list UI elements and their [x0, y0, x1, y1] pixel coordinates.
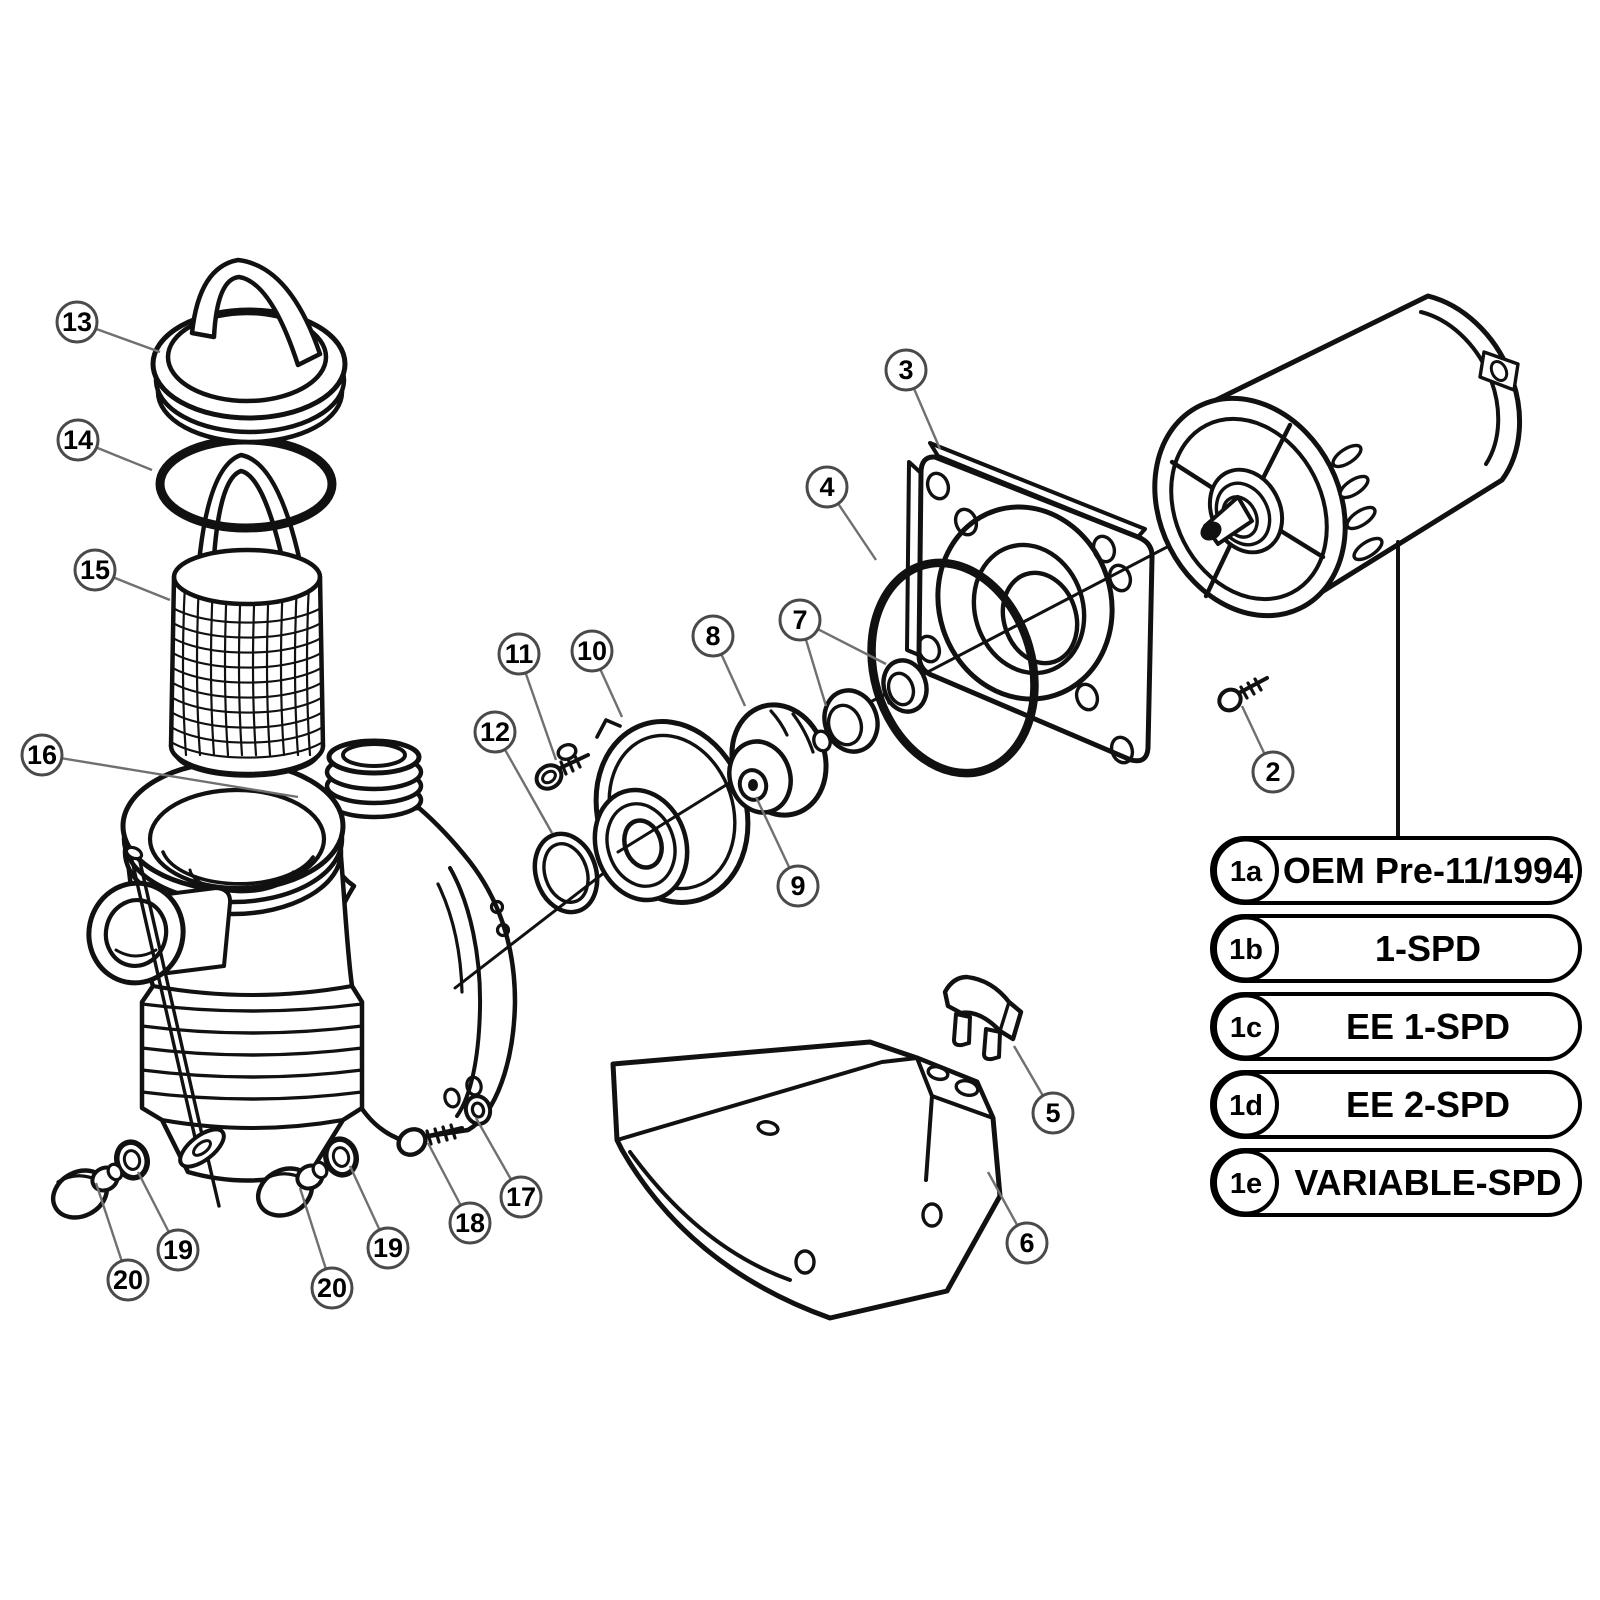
callouts: 13 14 15 16 3 4 2 11 10 8 7 12 9 5 6 17 …	[20, 300, 1295, 1310]
callout-basket: 15	[73, 548, 117, 592]
callout-number: 10	[577, 636, 607, 666]
callout-lid-oring: 14	[56, 418, 100, 462]
callout-number: 16	[27, 740, 57, 770]
diffuser	[556, 718, 751, 905]
callout-number: 5	[1045, 1098, 1060, 1128]
variant-id: 1e	[1230, 1168, 1262, 1200]
motor-variant-1d[interactable]: 1d EE 2-SPD	[1210, 1070, 1582, 1139]
callout-number: 9	[790, 871, 805, 901]
callout-number: 12	[480, 717, 510, 747]
motor-variant-1e[interactable]: 1e VARIABLE-SPD	[1210, 1148, 1582, 1217]
motor-variant-1a[interactable]: 1a OEM Pre-11/1994	[1210, 836, 1582, 905]
callout-number: 13	[62, 307, 92, 337]
callout-housing: 16	[20, 733, 64, 777]
callout-number: 2	[1265, 757, 1280, 787]
callout-diffuser: 10	[570, 629, 614, 673]
callout-housing-bolt: 18	[448, 1201, 492, 1245]
callout-number: 14	[63, 425, 93, 455]
callout-number: 11	[505, 639, 534, 669]
variant-id: 1a	[1230, 856, 1263, 888]
callout-number: 20	[113, 1265, 143, 1295]
seal-plate-oring	[867, 558, 1039, 778]
drain-plug-oring-right	[323, 1136, 359, 1178]
clamp-rod	[124, 845, 226, 1208]
callout-diffuser-screw: 11	[497, 632, 541, 676]
variant-label: EE 2-SPD	[1346, 1084, 1510, 1125]
callout-seal-plate: 3	[884, 348, 928, 392]
drain-plug-left	[51, 1162, 124, 1220]
variant-label: EE 1-SPD	[1346, 1006, 1510, 1047]
variant-label: OEM Pre-11/1994	[1283, 850, 1573, 891]
callout-washer: 17	[499, 1175, 543, 1219]
pump-base	[610, 1039, 1003, 1321]
motor-variant-list: 1a OEM Pre-11/1994 1b 1-SPD 1c EE 1-SPD …	[1210, 836, 1582, 1217]
callout-base-cap: 5	[1031, 1091, 1075, 1135]
housing-bolt	[396, 1123, 464, 1157]
motor	[1152, 293, 1523, 840]
callout-number: 8	[705, 621, 720, 651]
motor-variant-1b[interactable]: 1b 1-SPD	[1210, 914, 1582, 983]
variant-label: VARIABLE-SPD	[1294, 1162, 1561, 1203]
volute-body	[324, 738, 518, 1143]
motor-bolt	[1217, 676, 1269, 713]
drain-plug-right	[256, 1160, 329, 1218]
motor-vent-slots	[1331, 443, 1384, 562]
variant-id: 1d	[1229, 1090, 1263, 1122]
strainer-lid	[150, 257, 348, 445]
variant-id: 1b	[1229, 934, 1263, 966]
callout-number: 15	[80, 555, 110, 585]
callout-number: 18	[455, 1208, 485, 1238]
callout-shaft-seal: 7	[778, 598, 822, 642]
diffuser-gasket	[532, 831, 600, 915]
assembly-axis-line	[616, 770, 749, 854]
callout-drain-plug-right: 20	[310, 1266, 354, 1310]
lid-oring	[155, 435, 337, 533]
callout-number: 6	[1019, 1228, 1034, 1258]
base-cap	[942, 974, 1024, 1062]
strainer-basket	[168, 452, 326, 778]
callout-number: 17	[506, 1182, 536, 1212]
callout-number: 7	[792, 605, 807, 635]
diffuser-screw	[534, 753, 590, 791]
washer	[463, 1094, 493, 1126]
motor-variant-1c[interactable]: 1c EE 1-SPD	[1210, 992, 1582, 1061]
callout-plug-oring-left: 19	[156, 1228, 200, 1272]
callout-drain-plug-left: 20	[106, 1258, 150, 1302]
callout-number: 4	[819, 472, 834, 502]
callout-impeller-seal: 9	[776, 864, 820, 908]
callout-seal-plate-oring: 4	[805, 465, 849, 509]
callout-number: 19	[163, 1235, 193, 1265]
shaft-seal	[812, 658, 929, 754]
callout-base: 6	[1005, 1221, 1049, 1265]
impeller	[727, 702, 829, 818]
callout-gasket: 12	[473, 710, 517, 754]
discharge-port	[324, 738, 424, 820]
callout-number: 19	[373, 1233, 403, 1263]
callout-number: 3	[898, 355, 913, 385]
seal-plate	[905, 441, 1155, 765]
callout-impeller: 8	[691, 614, 735, 658]
pump-housing	[86, 759, 365, 1208]
callout-motor-bolt: 2	[1251, 750, 1295, 794]
variant-id: 1c	[1230, 1012, 1262, 1044]
callout-lid: 13	[55, 300, 99, 344]
callout-plug-oring-right: 19	[366, 1226, 410, 1270]
variant-label: 1-SPD	[1375, 928, 1481, 969]
callout-number: 20	[317, 1273, 347, 1303]
